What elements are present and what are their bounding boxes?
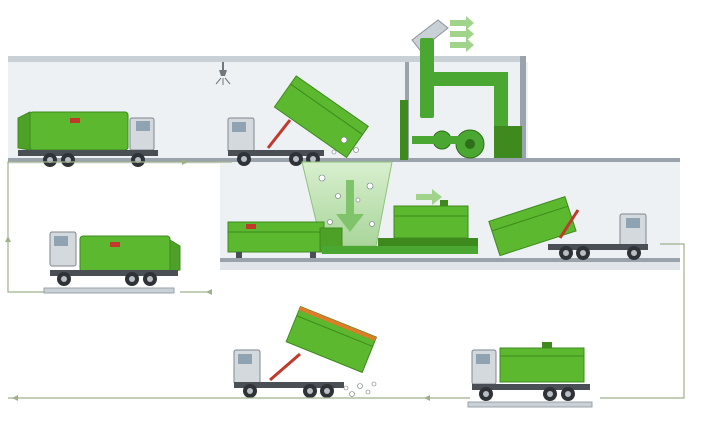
loading-rail <box>378 238 478 246</box>
truck-on-scale-bottom-right <box>467 341 593 408</box>
loading-platform <box>322 246 478 254</box>
direction-arrow-icon <box>416 189 442 205</box>
ventilation-system <box>400 19 522 160</box>
container-loading <box>393 200 469 239</box>
truck-emptying-bottom <box>233 305 378 398</box>
process-flow-lines <box>7 161 685 399</box>
truck-left-middle <box>43 231 181 294</box>
flow-arrowheads <box>5 159 430 401</box>
spray-nozzle-icon <box>215 62 231 85</box>
ventilation-fan-icon <box>465 139 475 149</box>
truck-unloading-right <box>488 196 648 260</box>
exhaust-arrows-icon <box>450 16 474 52</box>
